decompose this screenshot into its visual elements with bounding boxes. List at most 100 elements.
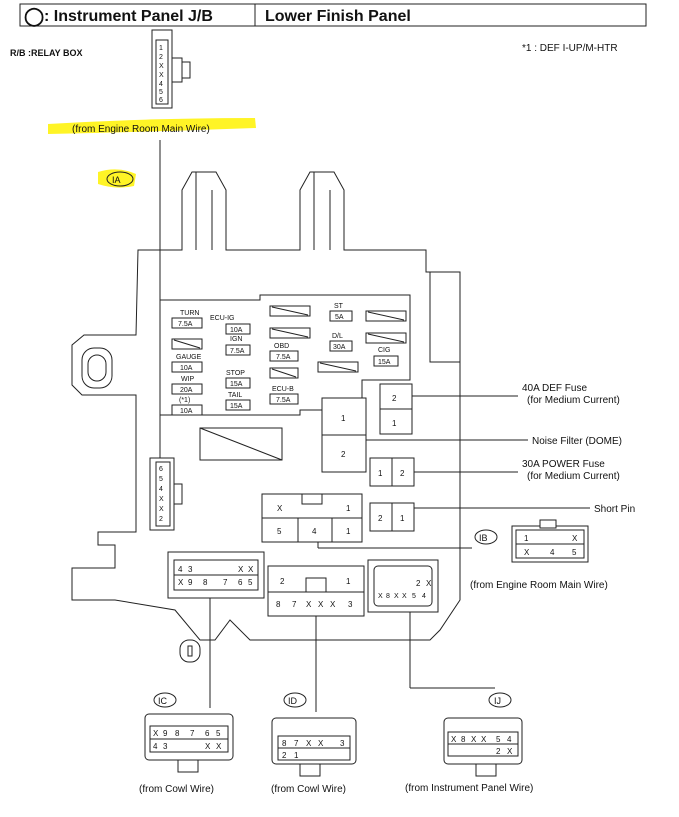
fuse-ecu-ig-name: ECU-IG — [210, 315, 235, 322]
def-fuse-pin-2: 2 — [392, 394, 397, 403]
hc1-bot-5: 5 — [248, 578, 253, 587]
callout-power-fuse-sub: (for Medium Current) — [527, 471, 620, 482]
hc2-bot-8: 8 — [276, 600, 281, 609]
fuse-tail: TAIL 15A — [225, 392, 251, 411]
fuse-cig-rating: 15A — [378, 359, 391, 366]
relay-large-pin-1: 1 — [341, 414, 346, 423]
header-title-right: Lower Finish Panel — [265, 8, 411, 25]
fuse-ign: IGN 7.5A — [225, 336, 251, 356]
hc3-bot-x1: X — [378, 593, 383, 600]
ij-r2-2: 2 — [496, 747, 501, 756]
connector-ia-top: 1 2 X X 4 5 6 — [151, 29, 191, 109]
fuse-star1-name: (*1) — [179, 397, 190, 404]
ij-r1-5: 5 — [496, 735, 501, 744]
hc2-bot-3: 3 — [348, 600, 353, 609]
id-id: ID — [288, 696, 298, 706]
ij-r1-x2: X — [471, 735, 477, 744]
header-symbol: ◯ — [24, 6, 44, 27]
hc3-bot-x3: X — [402, 593, 407, 600]
highlight-stroke-ia — [98, 169, 136, 188]
short-pin-block: 2 1 — [369, 502, 415, 532]
fuse-turn: TURN 7.5A — [171, 310, 203, 329]
fuse-obd-name: OBD — [274, 343, 289, 350]
hc2-top-2: 2 — [280, 577, 285, 586]
callout-power-fuse: 30A POWER Fuse — [522, 459, 605, 470]
ib-bottom-5: 5 — [572, 548, 577, 557]
callout-noise-filter: Noise Filter (DOME) — [532, 436, 622, 447]
ia-pin-1: 1 — [159, 45, 163, 52]
callout-short-pin: Short Pin — [594, 504, 635, 515]
fuse-turn-name: TURN — [180, 310, 199, 317]
fuse-ecu-ig-rating: 10A — [230, 327, 243, 334]
id-r1-x2: X — [318, 739, 324, 748]
hc2-top-1: 1 — [346, 577, 351, 586]
id-r2-2: 2 — [282, 751, 287, 760]
fuse-cig: CIG 15A — [373, 347, 399, 367]
ia-pin-3: X — [159, 63, 164, 70]
id-r2-1: 1 — [294, 751, 299, 760]
fuse-star1-rating: 10A — [180, 408, 193, 415]
fuse-ecu-b: ECU-B 7.5A — [269, 386, 299, 405]
fuse-blank-2 — [269, 305, 311, 379]
ia-housing-pin-5: 5 — [159, 476, 163, 483]
fuse-st-rating: 5A — [335, 314, 344, 321]
power-fuse-block: 1 2 — [369, 457, 415, 487]
def-fuse-pin-1: 1 — [392, 419, 397, 428]
callout-def-fuse-sub: (for Medium Current) — [527, 395, 620, 406]
hc1-bot-x: X — [178, 578, 184, 587]
hc1-bot-7: 7 — [223, 578, 228, 587]
fuse-ecu-b-rating: 7.5A — [276, 397, 291, 404]
fuse-tail-name: TAIL — [228, 392, 242, 399]
ia-pin-5: 4 — [159, 81, 163, 88]
fuse-stop: STOP 15A — [225, 370, 251, 389]
blank-module — [199, 427, 283, 461]
fuse-turn-rating: 7.5A — [178, 321, 193, 328]
ic-r2-x2: X — [216, 742, 222, 751]
fuse-blank-3 — [317, 310, 407, 373]
housing-connector-ij: 2 X X 8 X X 5 4 — [367, 559, 439, 613]
fuse-stop-name: STOP — [226, 370, 245, 377]
ij-r1-8: 8 — [461, 735, 466, 744]
fuse-st: ST 5A — [329, 303, 353, 322]
fuse-ign-name: IGN — [230, 336, 242, 343]
hc1-bot-9: 9 — [188, 578, 193, 587]
hc3-top-x: X — [426, 579, 432, 588]
fuse-gauge-rating: 10A — [180, 365, 193, 372]
hc1-top-4: 4 — [178, 565, 183, 574]
ic-source-label: (from Cowl Wire) — [139, 784, 214, 795]
ia-pin-4: X — [159, 72, 164, 79]
fuse-ign-rating: 7.5A — [230, 348, 245, 355]
relay-wide-bottom-1: 1 — [346, 527, 351, 536]
ij-r1-x3: X — [481, 735, 487, 744]
ic-r2-x1: X — [205, 742, 211, 751]
relay-large: 1 2 — [321, 397, 367, 473]
ij-id: IJ — [494, 696, 501, 706]
ic-r1-x: X — [153, 729, 159, 738]
hc2-bot-x2: X — [318, 600, 324, 609]
fuse-star1: (*1) 10A — [171, 397, 203, 416]
fuse-dl-rating: 30A — [333, 344, 346, 351]
ia-housing-connector: 6 5 4 X X 2 — [149, 457, 183, 531]
relay-box-label: R/B :RELAY BOX — [10, 48, 83, 58]
power-fuse-pin-2: 2 — [400, 469, 405, 478]
connector-id: ID 8 7 X X 3 2 1 (from Cowl Wire) — [271, 692, 357, 795]
hc1-top-x2: X — [248, 565, 254, 574]
id-source-label: (from Cowl Wire) — [271, 784, 346, 795]
relay-wide-top-x: X — [277, 504, 283, 513]
hc1-top-x1: X — [238, 565, 244, 574]
fuse-wip-name: WIP — [181, 376, 195, 383]
def-fuse-block: 2 1 — [379, 383, 413, 435]
fuse-cig-name: CIG — [378, 347, 390, 354]
relay-wide-bottom-5: 5 — [277, 527, 282, 536]
ia-housing-pin-6: 6 — [159, 466, 163, 473]
relay-wide-bottom-4: 4 — [312, 527, 317, 536]
fuse-st-name: ST — [334, 303, 344, 310]
hc1-bot-8: 8 — [203, 578, 208, 587]
ia-housing-pin-4: 4 — [159, 486, 163, 493]
ia-housing-pin-x2: X — [159, 506, 164, 513]
fuse-blank-1 — [171, 338, 203, 350]
relay-wide: X 1 5 4 1 — [261, 493, 363, 543]
ib-source-label: (from Engine Room Main Wire) — [470, 580, 608, 591]
hc1-bot-6: 6 — [238, 578, 243, 587]
